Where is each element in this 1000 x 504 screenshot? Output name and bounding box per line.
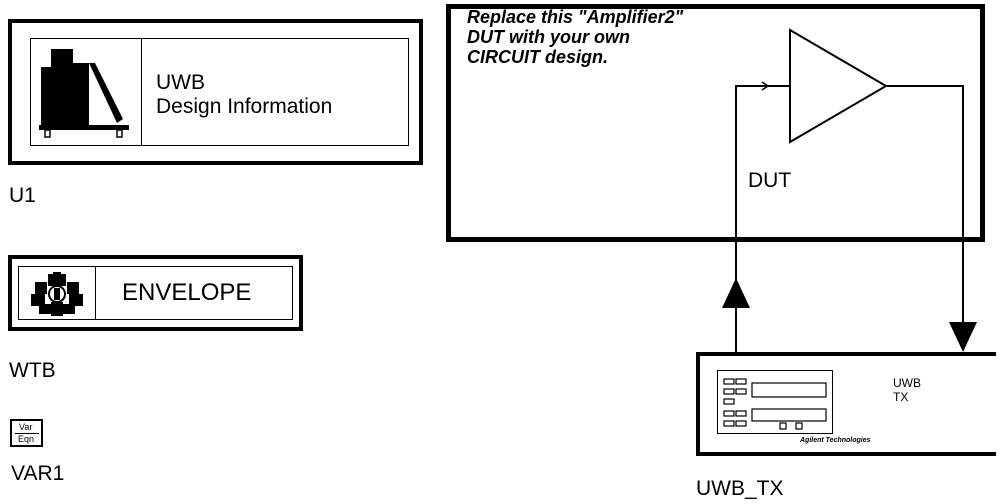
dut-note-line3: CIRCUIT design.: [467, 47, 609, 67]
amplifier-symbol[interactable]: [789, 28, 888, 144]
design-info-inner-frame: UWB Design Information: [30, 38, 409, 146]
dut-container[interactable]: [446, 4, 985, 242]
arrow-up-icon: [722, 278, 750, 308]
uwb-tx-instance-name: UWB_TX: [696, 477, 784, 500]
design-info-title: UWB: [156, 71, 205, 94]
design-info-component[interactable]: UWB Design Information: [8, 19, 423, 165]
dut-note-line1: Replace this "Amplifier2": [467, 7, 684, 27]
envelope-label: ENVELOPE: [122, 279, 252, 306]
envelope-gear-icon: [31, 272, 83, 316]
var-eqn-line2: Eqn: [18, 434, 35, 444]
envelope-instance-name: WTB: [9, 359, 56, 382]
dut-note-line2: DUT with your own: [467, 27, 630, 47]
dut-amplifier-label: DUT: [748, 169, 792, 192]
uwb-tx-line1: UWB: [893, 376, 921, 390]
instrument-panel-icon: [723, 378, 827, 430]
uwb-tx-maker: Agilent Technologies: [800, 437, 871, 444]
envelope-component[interactable]: ENVELOPE: [8, 255, 303, 331]
design-info-instance-name: U1: [9, 184, 36, 207]
var-eqn-underline: [15, 433, 39, 434]
var-eqn-instance-name: VAR1: [11, 462, 65, 485]
envelope-divider: [95, 267, 96, 319]
design-info-icon: [39, 49, 129, 138]
uwb-tx-front-panel: [717, 370, 833, 434]
var-eqn-component[interactable]: Var Eqn: [10, 419, 43, 447]
design-info-subtitle: Design Information: [156, 95, 333, 118]
wire-input: [735, 85, 790, 352]
dut-note: Replace this "Amplifier2" DUT with your …: [467, 7, 683, 67]
wire-output: [886, 85, 964, 330]
envelope-inner-frame: ENVELOPE: [18, 266, 293, 320]
var-eqn-line1: Var: [19, 422, 33, 432]
arrow-down-icon: [949, 322, 977, 352]
uwb-tx-line2: TX: [893, 390, 909, 404]
design-info-divider: [141, 39, 142, 145]
uwb-tx-component[interactable]: UWB TX Agilent Technologies: [696, 352, 996, 456]
